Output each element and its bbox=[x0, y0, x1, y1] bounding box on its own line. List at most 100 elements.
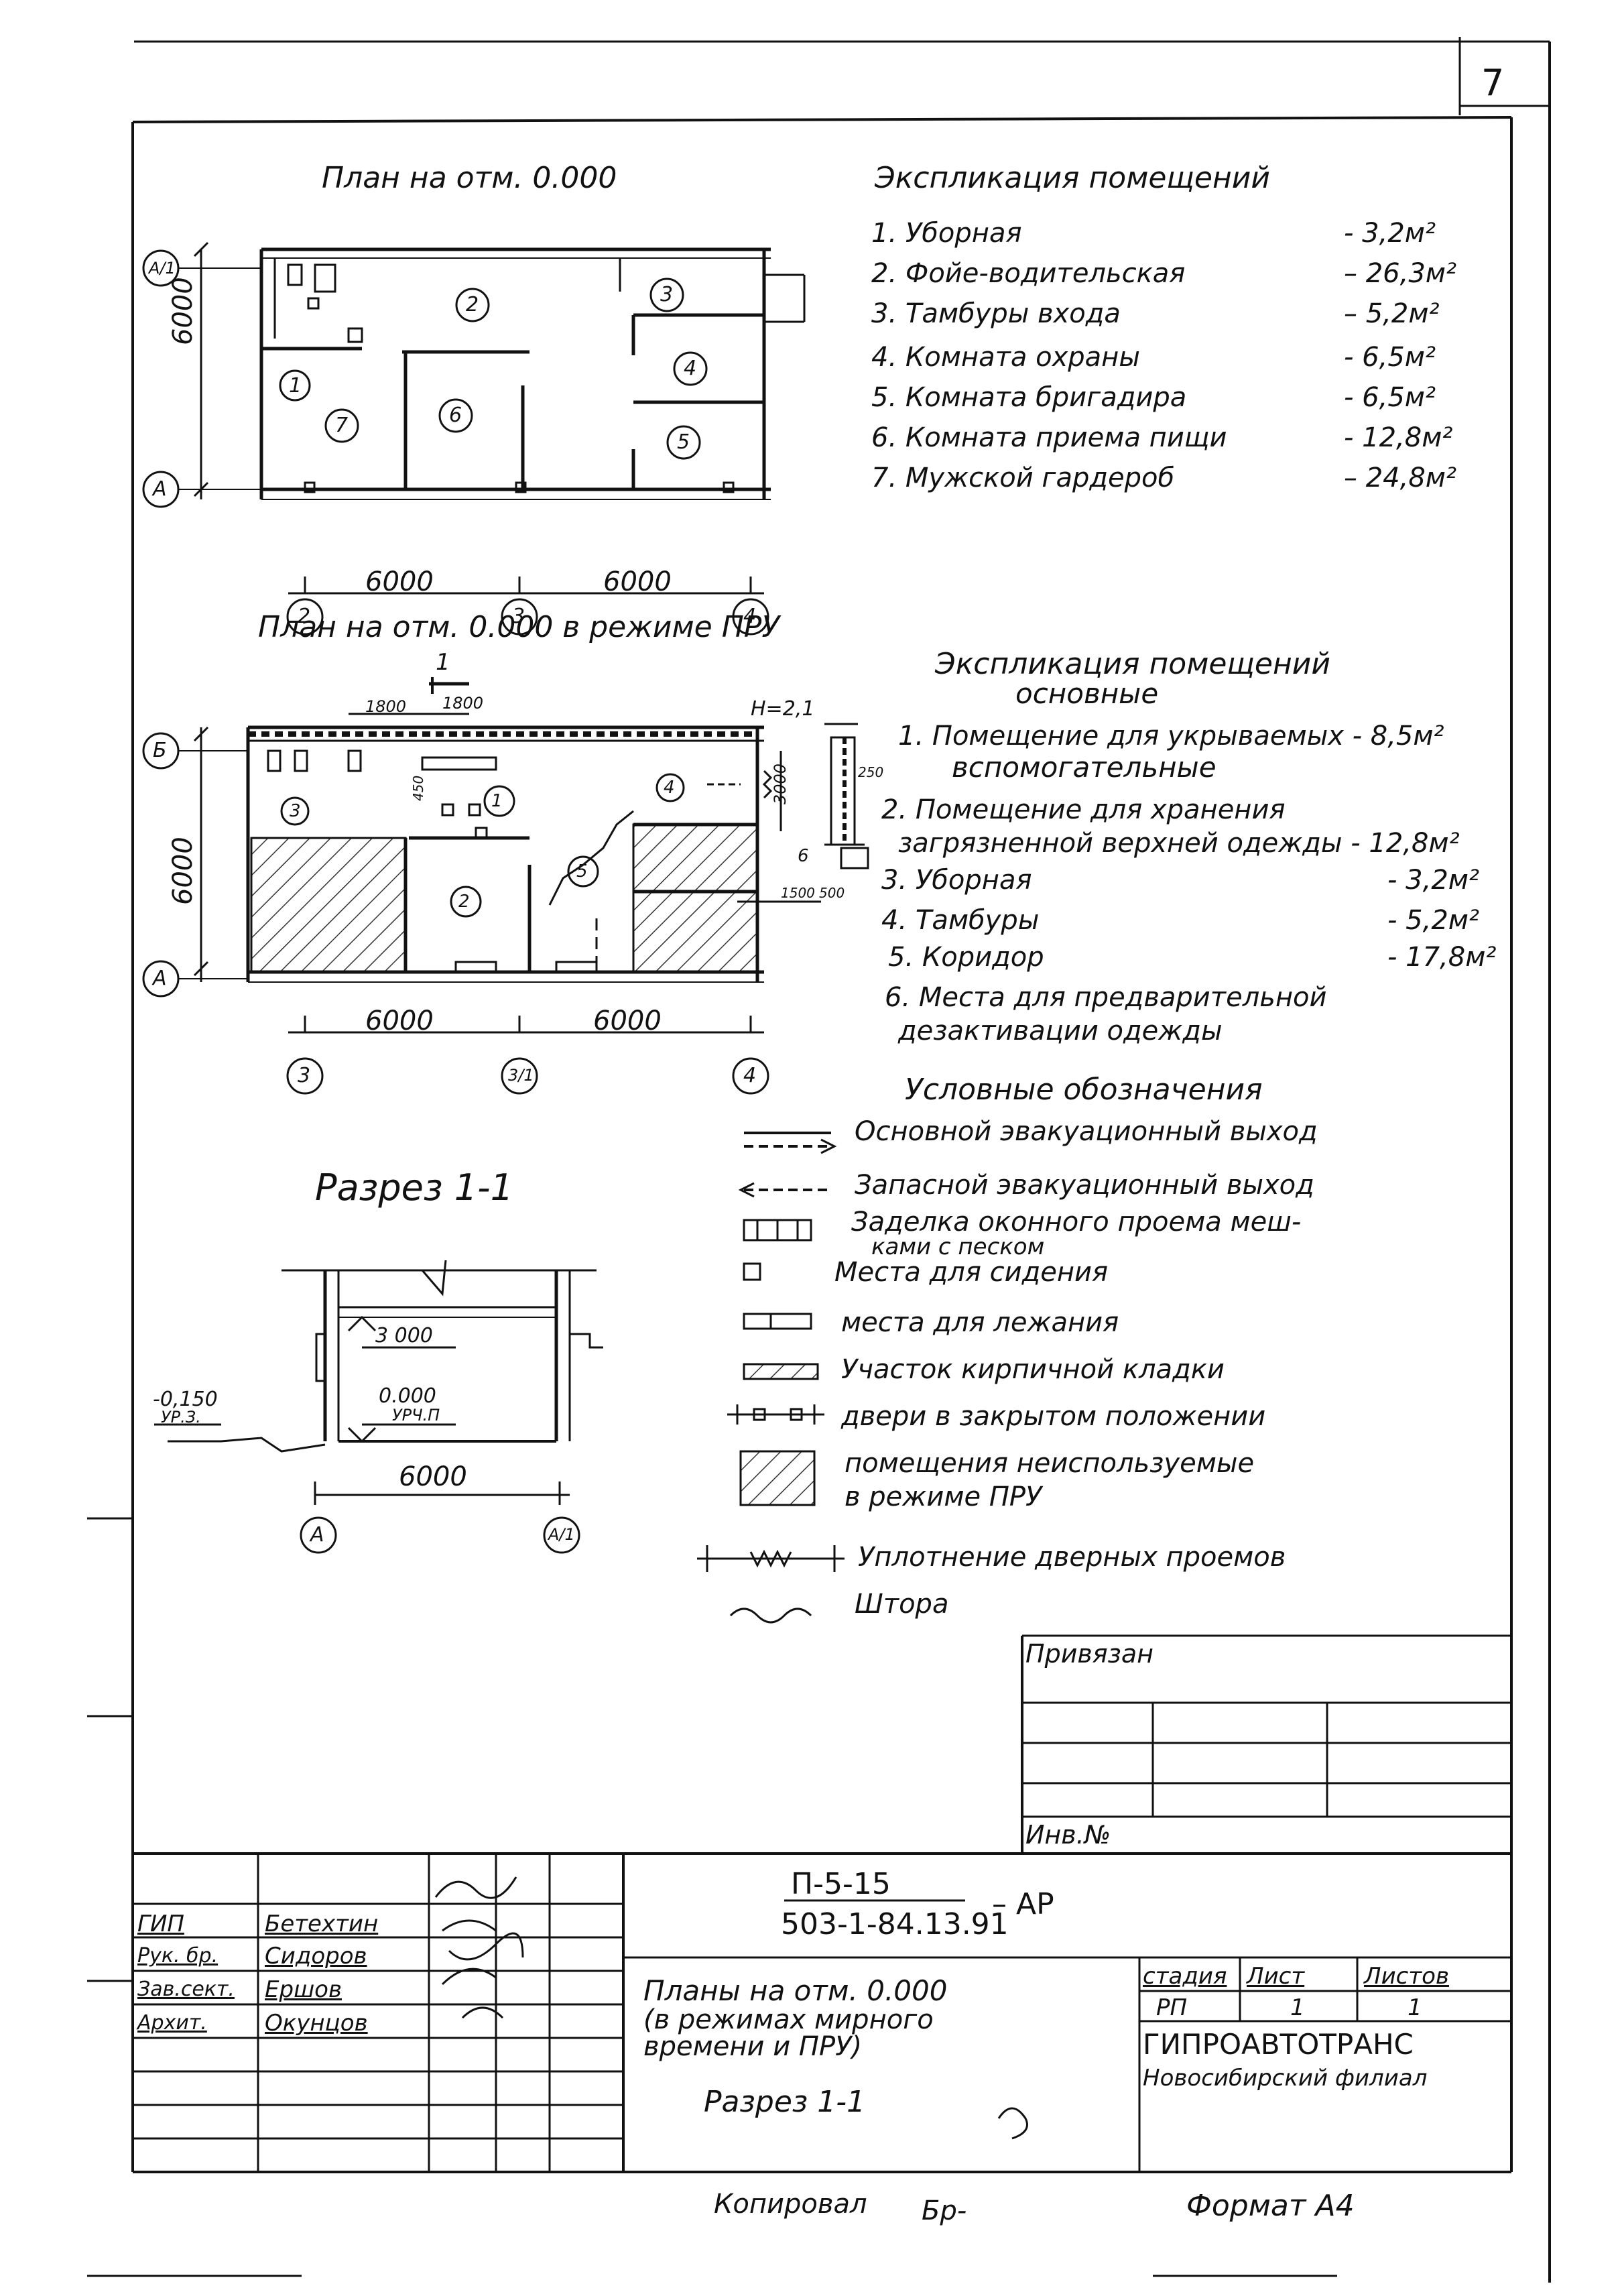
plan-1-axis-3: 3 bbox=[512, 605, 525, 628]
plan-2-dim-right-4: 500 bbox=[819, 885, 845, 901]
plan-2-title: План на отм. 0.000 в режиме ПРУ bbox=[258, 610, 780, 644]
plan-2-room-5: 5 bbox=[576, 861, 588, 882]
plan-1-axis-2: 2 bbox=[298, 605, 311, 628]
name-4: Окунцов bbox=[265, 2010, 368, 2037]
copied-signature: Бр- bbox=[922, 2195, 967, 2226]
sheet-value: 1 bbox=[1290, 1994, 1305, 2021]
explication-1-area-5: - 6,5м² bbox=[1344, 382, 1436, 413]
drawing-title-1: Планы на отм. 0.000 bbox=[643, 1974, 948, 2007]
explication-1-area-1: - 3,2м² bbox=[1344, 218, 1436, 249]
code-2: 503-1-84.13.91 bbox=[781, 1907, 1009, 1941]
section-mark-top: 3 000 bbox=[375, 1324, 433, 1347]
explication-2-subtitle-2: вспомогательные bbox=[952, 751, 1216, 784]
copied-label: Копировал bbox=[714, 2189, 867, 2220]
section-mark-floor: 0.000 bbox=[379, 1384, 436, 1408]
plan-1-room-2: 2 bbox=[466, 293, 479, 316]
organization-branch: Новосибирский филиал bbox=[1143, 2065, 1428, 2092]
section-mark-floor-label: УРЧ.П bbox=[392, 1406, 440, 1425]
explication-2-area-4: - 5,2м² bbox=[1387, 905, 1479, 936]
explication-2-item-6-line-2: дезактивации одежды bbox=[898, 1016, 1223, 1046]
legend-item-closed-door: двери в закрытом положении bbox=[841, 1401, 1266, 1432]
explication-2-item-4: 4. Тамбуры bbox=[881, 905, 1040, 936]
section-axis-a: А bbox=[310, 1523, 324, 1547]
explication-2-item-6-line-1: 6. Места для предварительной bbox=[885, 982, 1327, 1013]
section-axis-a1: А/1 bbox=[548, 1525, 575, 1544]
plan-2-room-3: 3 bbox=[290, 801, 301, 821]
plan-2-axis-4: 4 bbox=[743, 1064, 757, 1087]
explication-1-area-2: – 26,3м² bbox=[1344, 258, 1456, 289]
format-label: Формат А4 bbox=[1186, 2189, 1355, 2223]
explication-1-area-3: – 5,2м² bbox=[1344, 298, 1440, 329]
name-2: Сидоров bbox=[265, 1943, 367, 1970]
sheet-label: Лист bbox=[1247, 1963, 1305, 1990]
sheets-label: Листов bbox=[1364, 1963, 1450, 1990]
plan-2-dim-bottom-1: 6000 bbox=[365, 1006, 434, 1036]
legend-item-unused-rooms-cont: в режиме ПРУ bbox=[845, 1482, 1042, 1512]
plan-2-drawing bbox=[142, 677, 869, 1095]
plan-1-axis-4: 4 bbox=[743, 605, 757, 628]
privyazan-label: Привязан bbox=[1025, 1639, 1153, 1669]
explication-2-item-1: 1. Помещение для укрываемых - 8,5м² bbox=[898, 721, 1444, 751]
plan-1-room-7: 7 bbox=[335, 414, 349, 437]
plan-2-dim-right-3: 1500 bbox=[781, 885, 815, 901]
explication-1-area-6: - 12,8м² bbox=[1344, 422, 1453, 453]
explication-1-area-7: – 24,8м² bbox=[1344, 463, 1456, 493]
plan-2-dim-top-2: 1800 bbox=[442, 694, 484, 713]
plan-1-axis-a1: А/1 bbox=[149, 259, 176, 278]
legend-item-window-fill: Заделка оконного проема меш- bbox=[851, 1207, 1302, 1237]
explication-1-area-4: - 6,5м² bbox=[1344, 342, 1436, 373]
name-3: Ершов bbox=[265, 1976, 342, 2003]
role-1: ГИП bbox=[137, 1911, 184, 1937]
legend-item-unused-rooms: помещения неиспользуемые bbox=[845, 1448, 1255, 1479]
explication-1-title: Экспликация помещений bbox=[875, 161, 1270, 195]
explication-1-item-5: 5. Комната бригадира bbox=[871, 382, 1187, 413]
explication-1-item-4: 4. Комната охраны bbox=[871, 342, 1140, 373]
explication-2-item-2-line-1: 2. Помещение для хранения bbox=[881, 794, 1286, 825]
explication-2-item-3: 3. Уборная bbox=[881, 865, 1032, 896]
section-dim: 6000 bbox=[399, 1461, 467, 1492]
legend-item-door-seal: Уплотнение дверных проемов bbox=[858, 1542, 1286, 1573]
plan-1-room-5: 5 bbox=[677, 430, 690, 454]
plan-2-axis-3-1: 3/1 bbox=[508, 1066, 534, 1085]
plan-2-room-4: 4 bbox=[664, 778, 675, 798]
explication-2-subtitle: основные bbox=[1015, 677, 1159, 710]
plan-2-dim-top-1: 1800 bbox=[365, 697, 407, 716]
plan-2-axis-a: А bbox=[153, 967, 167, 990]
drawing-title-3: времени и ПРУ) bbox=[643, 2031, 863, 2062]
plan-1-dim-bottom-1: 6000 bbox=[365, 566, 434, 597]
plan-1-title: План на отм. 0.000 bbox=[322, 161, 617, 195]
explication-1-item-6: 6. Комната приема пищи bbox=[871, 422, 1227, 453]
inv-no-label: Инв.№ bbox=[1025, 1820, 1111, 1850]
plan-2-height-mark: Н=2,1 bbox=[751, 697, 815, 721]
section-mark-ground-label: УР.З. bbox=[161, 1408, 201, 1427]
role-3: Зав.сект. bbox=[137, 1978, 235, 2001]
plan-1-room-1: 1 bbox=[289, 374, 302, 398]
plan-1-room-4: 4 bbox=[684, 357, 697, 380]
plan-1-dim-left: 6000 bbox=[168, 277, 198, 345]
explication-2-item-5: 5. Коридор bbox=[888, 942, 1044, 973]
plan-2-section-mark: 1 bbox=[436, 649, 450, 676]
sheets-value: 1 bbox=[1408, 1994, 1422, 2021]
plan-2-dim-right-1: 3000 bbox=[771, 763, 790, 804]
legend-item-main-exit: Основной эвакуационный выход bbox=[855, 1116, 1318, 1147]
legend-item-seats: Места для сидения bbox=[834, 1257, 1109, 1288]
legend-item-beds: места для лежания bbox=[841, 1307, 1119, 1338]
drawing-title-4: Разрез 1-1 bbox=[704, 2085, 866, 2119]
sheet-number: 7 bbox=[1481, 62, 1505, 104]
explication-1-item-3: 3. Тамбуры входа bbox=[871, 298, 1121, 329]
role-2: Рук. бр. bbox=[137, 1944, 219, 1968]
plan-2-axis-b: Б bbox=[153, 739, 167, 762]
legend-item-window-fill-cont: ками с песком bbox=[871, 1233, 1045, 1260]
plan-1-axis-a: А bbox=[153, 477, 167, 501]
explication-2-area-3: - 3,2м² bbox=[1387, 865, 1479, 896]
explication-1-item-7: 7. Мужской гардероб bbox=[871, 463, 1175, 493]
plan-2-axis-3: 3 bbox=[298, 1064, 311, 1087]
plan-2-small-dim: 450 bbox=[410, 775, 426, 801]
role-4: Архит. bbox=[137, 2011, 207, 2035]
explication-2-item-2-line-2: загрязненной верхней одежды - 12,8м² bbox=[898, 828, 1460, 859]
explication-1-item-2: 2. Фойе-водительская bbox=[871, 258, 1186, 289]
plan-1-dim-bottom-2: 6000 bbox=[603, 566, 672, 597]
legend-symbols bbox=[697, 1132, 845, 1624]
stage-value: РП bbox=[1156, 1994, 1188, 2021]
